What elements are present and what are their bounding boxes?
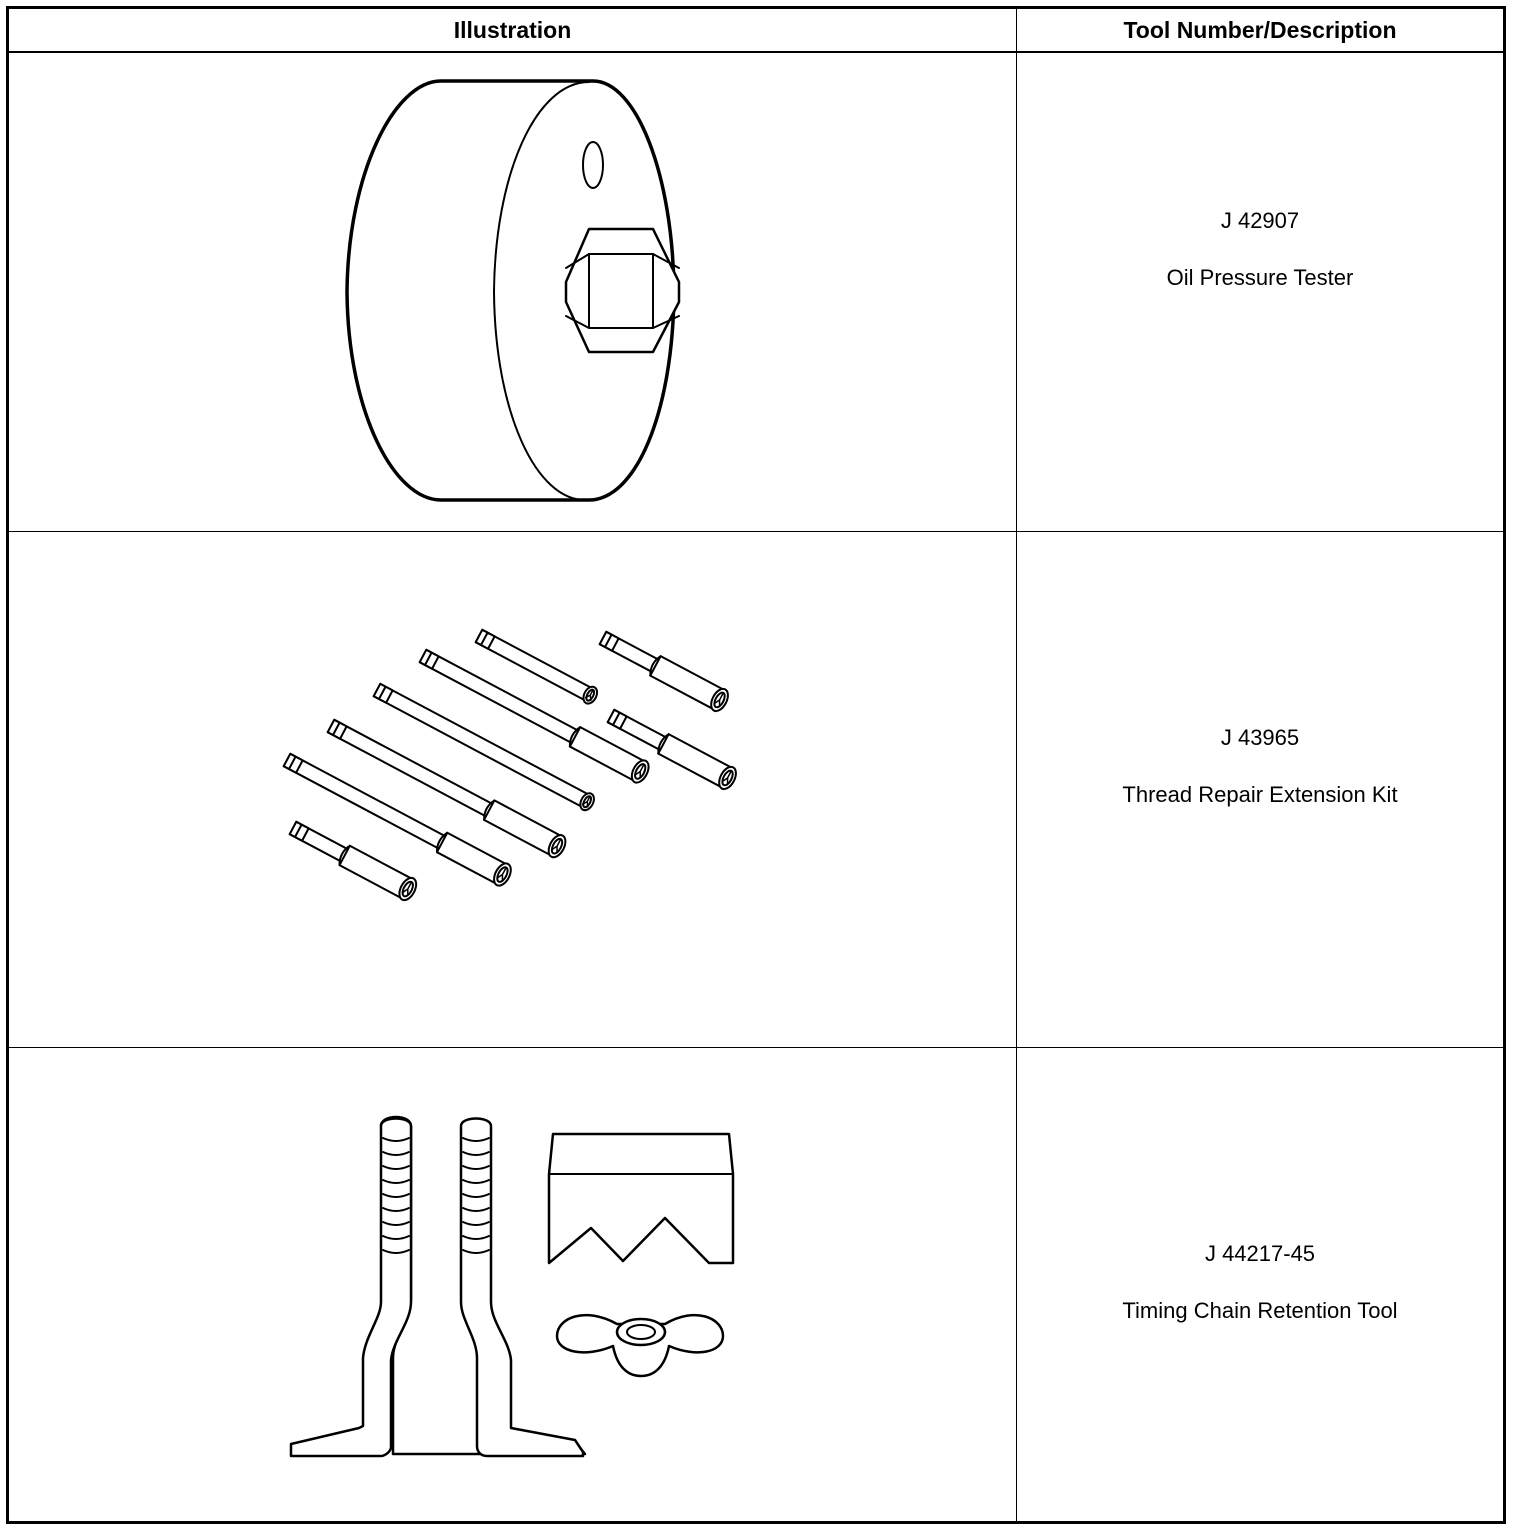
illustration-cell xyxy=(9,532,1016,1047)
tool-number: J 43965 xyxy=(1220,725,1300,750)
oil-pressure-tester-icon xyxy=(9,52,1016,531)
tool-number: J 44217-45 xyxy=(1204,1241,1316,1266)
illustration-cell xyxy=(9,1048,1016,1524)
tool-description-cell: J 43965 Thread Repair Extension Kit xyxy=(1017,725,1503,808)
header-divider xyxy=(9,51,1503,53)
timing-chain-retention-tool-icon xyxy=(9,1048,1016,1524)
tool-description: Thread Repair Extension Kit xyxy=(1122,782,1398,807)
tool-table: Illustration Tool Number/Description J 4… xyxy=(6,6,1506,1524)
row-divider xyxy=(9,531,1503,532)
tool-description-cell: J 42907 Oil Pressure Tester xyxy=(1017,208,1503,291)
header-tool-description: Tool Number/Description xyxy=(1123,16,1397,43)
tool-description: Oil Pressure Tester xyxy=(1166,265,1354,290)
row-divider xyxy=(9,1047,1503,1048)
tool-description-cell: J 44217-45 Timing Chain Retention Tool xyxy=(1017,1241,1503,1324)
tool-description: Timing Chain Retention Tool xyxy=(1122,1298,1398,1323)
illustration-cell xyxy=(9,52,1016,531)
tool-number: J 42907 xyxy=(1220,208,1300,233)
header-illustration: Illustration xyxy=(453,16,572,43)
column-divider xyxy=(1016,9,1017,1521)
thread-repair-extension-kit-icon xyxy=(9,532,1016,1047)
